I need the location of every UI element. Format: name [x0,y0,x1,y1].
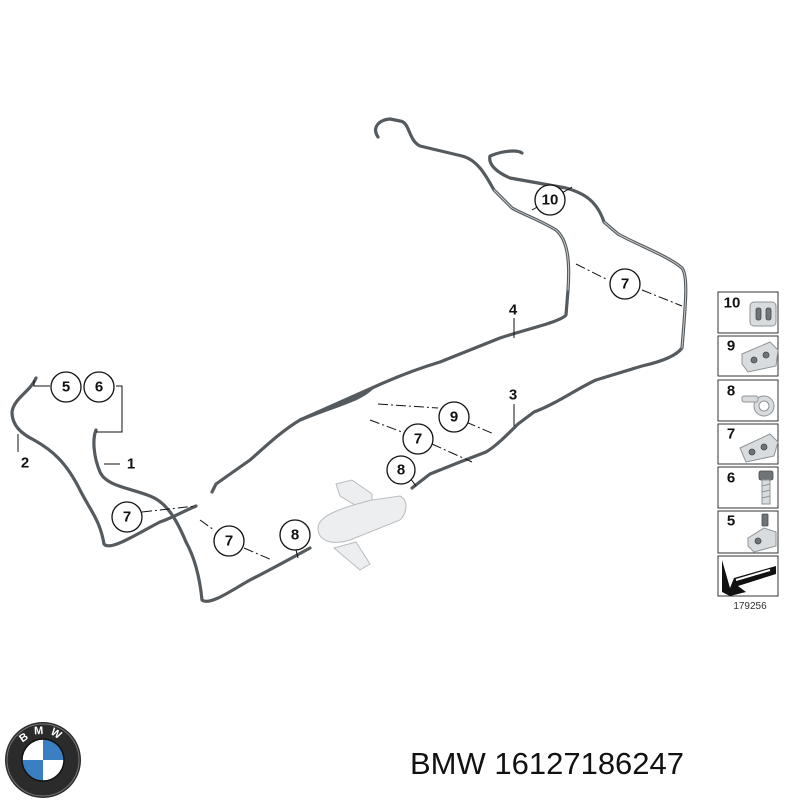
clip-7-icon [739,433,779,463]
bmw-logo: BMW [5,722,81,798]
part-number-caption: BMW 16127186247 [410,746,685,781]
callout-9: 9 [438,401,470,433]
svg-text:9: 9 [727,338,735,355]
line-labels: 4 3 2 1 [21,302,518,473]
svg-text:5: 5 [727,513,735,530]
svg-text:8: 8 [397,462,405,479]
svg-text:9: 9 [450,409,458,426]
callout-8: 8 [279,519,311,551]
svg-text:7: 7 [727,426,735,443]
legend-item-8: 8 [717,379,779,422]
ghost-fuel-filter [317,479,407,571]
callout-6: 6 [83,371,115,403]
svg-text:7: 7 [621,276,629,293]
callout-7: 7 [609,268,641,300]
fuel-line-2 [10,376,198,548]
leader-lines [17,185,683,561]
svg-text:6: 6 [95,379,103,396]
legend-item-10: 10 [717,291,779,334]
parts-legend: 10 9 8 [717,291,779,612]
bolt-icon [758,470,774,505]
svg-text:6: 6 [727,470,735,487]
direction-box [717,555,779,597]
svg-text:10: 10 [542,192,559,209]
label-line-3: 3 [509,387,517,404]
callout-10: 10 [534,184,566,216]
svg-text:5: 5 [62,379,70,396]
label-line-4: 4 [509,302,518,319]
label-line-1: 1 [127,456,135,473]
label-line-2: 2 [21,455,29,472]
clip-9-icon [741,341,779,373]
clip-10-icon [749,301,777,327]
arrow-icon [722,560,776,596]
legend-item-9: 9 [717,335,779,377]
legend-item-7: 7 [717,423,779,465]
legend-item-6: 6 [717,466,779,509]
diagram-number: 179256 [733,601,767,612]
svg-text:8: 8 [727,383,735,400]
svg-text:8: 8 [291,527,299,544]
callout-5: 5 [50,371,82,403]
fuel-line-1 [92,428,312,603]
svg-text:7: 7 [225,533,233,550]
callout-7: 7 [111,501,143,533]
svg-text:10: 10 [724,295,741,312]
callouts: 10 7 5 6 9 7 8 7 [50,184,641,557]
fuel-lines [10,117,688,603]
svg-text:7: 7 [123,509,131,526]
callout-8: 8 [386,455,416,485]
legend-item-5: 5 [717,510,779,554]
svg-text:7: 7 [414,431,422,448]
callout-7: 7 [213,525,245,557]
bracket-5-icon [747,513,777,553]
hose-clamp-icon [741,395,775,417]
callout-7: 7 [402,423,434,455]
